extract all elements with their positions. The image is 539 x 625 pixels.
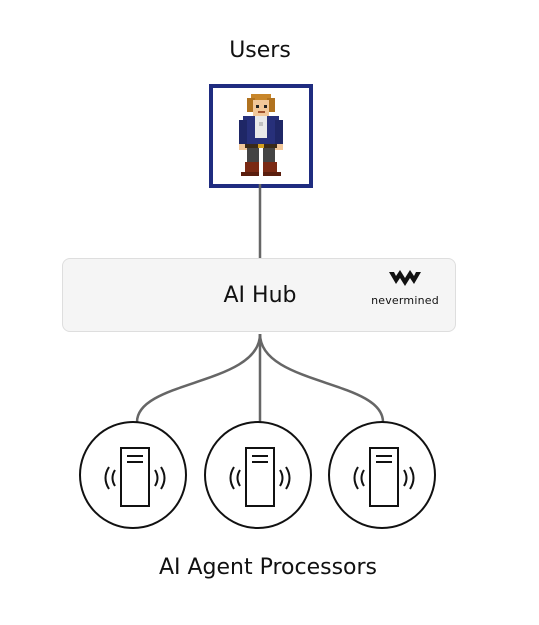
agent-processor-2 [204, 421, 312, 529]
users-label: Users [229, 38, 291, 63]
agent-processor-3 [328, 421, 436, 529]
agents-label: AI Agent Processors [158, 555, 378, 580]
server-broadcast-icon [229, 447, 291, 507]
nevermined-brand: nevermined [365, 269, 445, 307]
server-broadcast-icon [353, 447, 415, 507]
nevermined-logo-icon [389, 270, 421, 286]
hub-to-agent-3-connector [258, 333, 385, 423]
brand-name: nevermined [371, 294, 439, 307]
hub-to-agent-1-connector [135, 333, 262, 423]
server-broadcast-icon [104, 447, 166, 507]
pixel-pirate-avatar-icon [239, 94, 283, 176]
agent-processor-1 [79, 421, 187, 529]
ai-hub-node: AI Hub nevermined [62, 258, 456, 332]
hub-label: AI Hub [223, 283, 297, 308]
user-avatar [209, 84, 313, 188]
